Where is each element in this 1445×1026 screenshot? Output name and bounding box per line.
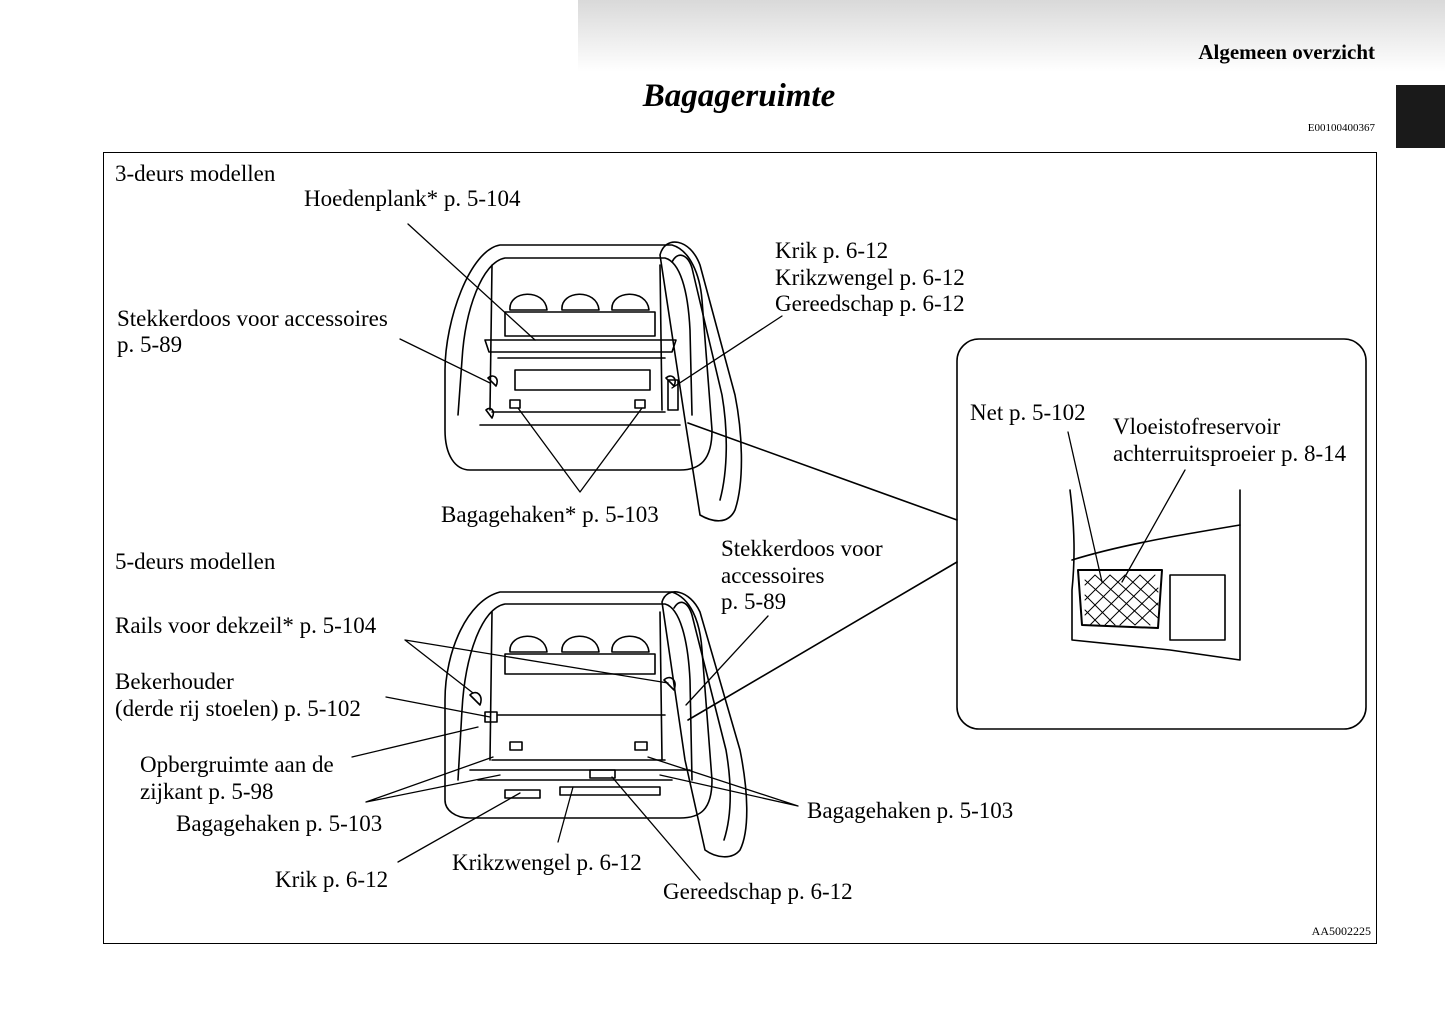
label-socket-3door-line2: p. 5-89 <box>117 332 183 357</box>
label-hat-shelf: Hoedenplank* p. 5-104 <box>304 186 521 211</box>
inset-detail <box>687 338 1367 730</box>
label-jack-handle-3door: Krikzwengel p. 6-12 <box>775 265 965 290</box>
figure-code: AA5002225 <box>1311 924 1371 938</box>
three-door-heading: 3-deurs modellen <box>115 161 276 186</box>
label-cup-holder-line2: (derde rij stoelen) p. 5-102 <box>115 696 361 721</box>
label-jack-5door: Krik p. 6-12 <box>275 867 389 892</box>
label-jack-handle-5door: Krikzwengel p. 6-12 <box>452 850 642 875</box>
page-title: Bagageruimte <box>642 78 836 114</box>
label-cover-rails: Rails voor dekzeil* p. 5-104 <box>115 613 377 638</box>
label-socket-5door-line1: Stekkerdoos voor <box>721 536 883 561</box>
five-door-heading: 5-deurs modellen <box>115 549 276 574</box>
label-socket-5door-line2: accessoires <box>721 563 825 588</box>
section-title: Algemeen overzicht <box>1198 40 1375 64</box>
label-luggage-hooks-3door: Bagagehaken* p. 5-103 <box>441 502 659 527</box>
header-band <box>578 0 1445 72</box>
label-side-storage-line2: zijkant p. 5-98 <box>140 779 274 804</box>
five-door-vehicle-drawing <box>444 591 748 858</box>
label-tools-3door: Gereedschap p. 6-12 <box>775 291 965 316</box>
label-net: Net p. 5-102 <box>970 400 1086 425</box>
leader-lines <box>351 223 1186 881</box>
label-jack-3door: Krik p. 6-12 <box>775 238 889 263</box>
label-cup-holder-line1: Bekerhouder <box>115 669 234 694</box>
label-tools-5door: Gereedschap p. 6-12 <box>663 879 853 904</box>
label-side-storage-line1: Opbergruimte aan de <box>140 752 334 777</box>
label-washer-line1: Vloeistofreservoir <box>1113 414 1281 439</box>
document-code: E00100400367 <box>1307 122 1375 134</box>
label-washer-line2: achterruitsproeier p. 8-14 <box>1113 441 1347 466</box>
label-luggage-hooks-left: Bagagehaken p. 5-103 <box>176 811 383 836</box>
thumb-index-tab <box>1396 85 1445 148</box>
label-socket-3door-line1: Stekkerdoos voor accessoires <box>117 306 388 331</box>
three-door-vehicle-drawing <box>444 241 743 522</box>
figure-frame <box>103 152 1377 944</box>
label-socket-5door-line3: p. 5-89 <box>721 589 787 614</box>
label-luggage-hooks-right: Bagagehaken p. 5-103 <box>807 798 1014 823</box>
